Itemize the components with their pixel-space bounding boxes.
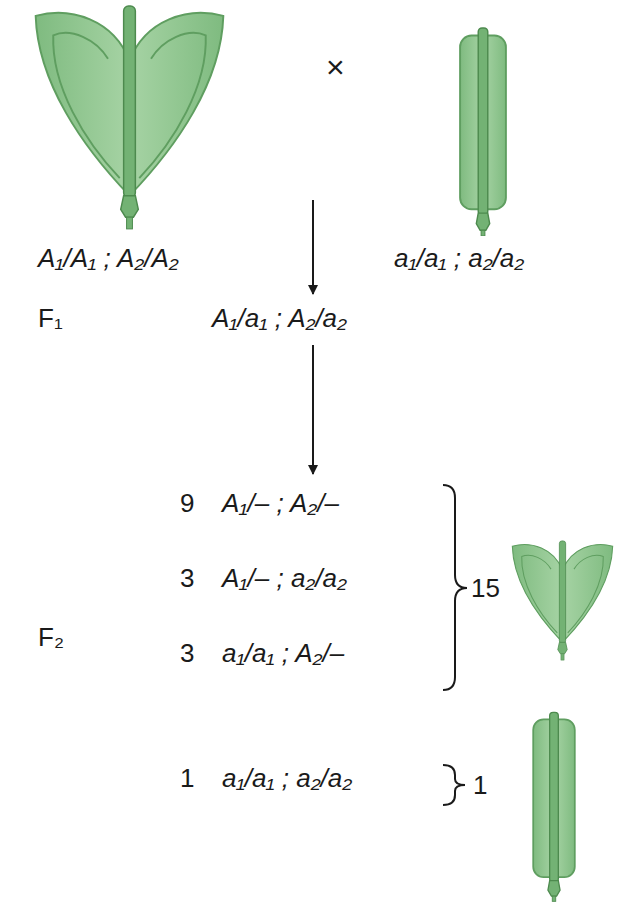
class-count: 9 [180,488,194,518]
genotype: A₁/– ; A₂/– [222,488,339,518]
cross-sign: × [326,52,345,82]
heart-capsule [512,541,612,660]
genotype: A₁/A₁ ; A₂/A₂ [38,243,179,273]
generation-label: F₁ [38,303,63,333]
class-count: 3 [180,563,194,593]
ratio-total: 15 [471,573,500,603]
cross-arrow [312,200,314,294]
genotype: a₁/a₁ ; a₂/a₂ [394,243,524,273]
brace [443,485,467,690]
narrow-capsule [460,28,506,236]
ratio-total: 1 [473,770,487,800]
genotype: A₁/– ; a₂/a₂ [222,563,347,593]
class-count: 3 [180,638,194,668]
narrow-capsule [533,712,575,901]
genotype: a₁/a₁ ; A₂/– [222,638,344,668]
heart-capsule [36,6,224,229]
genotype: a₁/a₁ ; a₂/a₂ [222,763,352,793]
class-count: 1 [180,763,194,793]
brace [443,765,465,805]
cross-arrow [312,345,314,474]
genotype: A₁/a₁ ; A₂/a₂ [212,303,347,333]
generation-label: F₂ [38,622,64,652]
